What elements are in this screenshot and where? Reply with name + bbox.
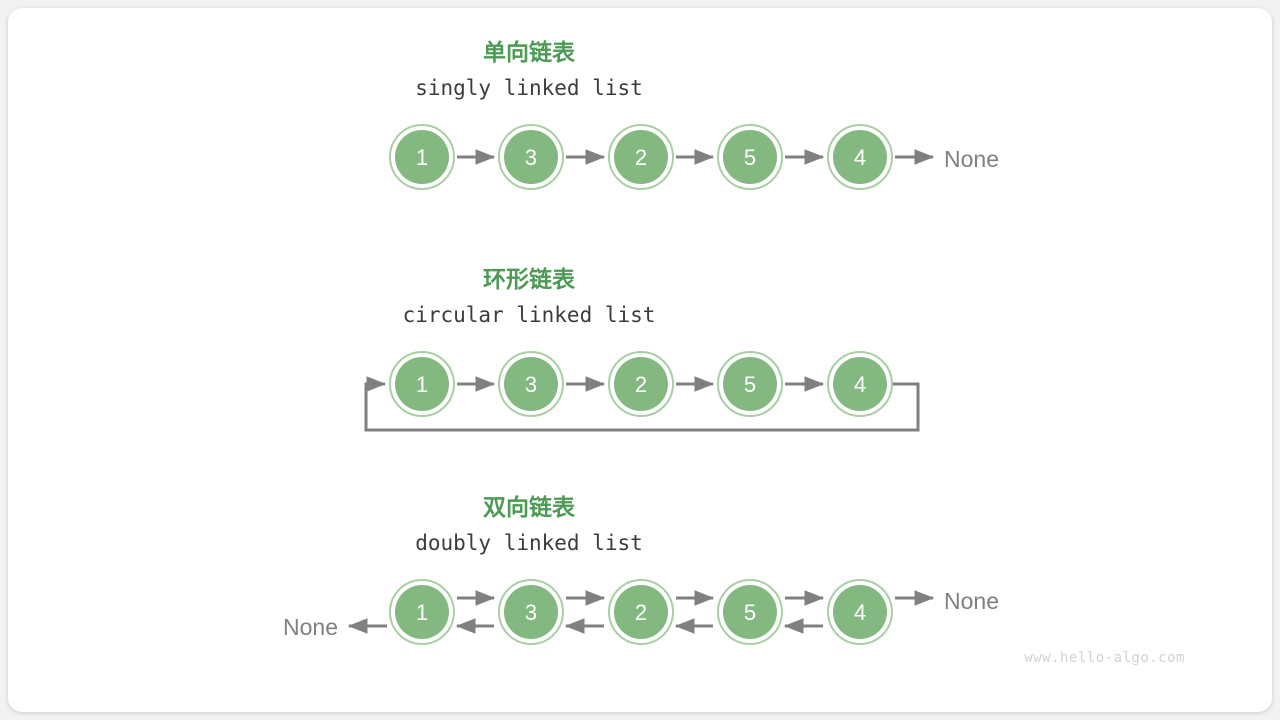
node-value: 2 [635, 600, 647, 625]
node-circular-2: 2 [608, 351, 674, 417]
node-value: 5 [744, 372, 756, 397]
node-value: 1 [416, 600, 428, 625]
tail-none-label: None [944, 146, 999, 172]
section-singly: 单向链表 singly linked list 1 3 [389, 39, 999, 190]
edges-circular [364, 376, 920, 432]
node-value: 5 [744, 145, 756, 170]
node-value: 3 [525, 372, 537, 397]
edge-loopback [364, 376, 920, 432]
head-none-label: None [283, 614, 338, 640]
node-circular-4: 4 [827, 351, 893, 417]
node-value: 2 [635, 145, 647, 170]
node-doubly-4: 4 [827, 579, 893, 645]
watermark: www.hello-algo.com [1024, 650, 1185, 666]
node-value: 2 [635, 372, 647, 397]
node-value: 3 [525, 145, 537, 170]
node-value: 5 [744, 600, 756, 625]
node-value: 4 [854, 372, 866, 397]
node-circular-3: 5 [717, 351, 783, 417]
node-circular-1: 3 [498, 351, 564, 417]
section-title-en: singly linked list [415, 76, 643, 100]
node-value: 1 [416, 145, 428, 170]
node-value: 4 [854, 145, 866, 170]
node-value: 1 [416, 372, 428, 397]
node-doubly-0: 1 [389, 579, 455, 645]
node-value: 4 [854, 600, 866, 625]
section-title-cn: 双向链表 [483, 494, 576, 520]
node-doubly-3: 5 [717, 579, 783, 645]
node-singly-4: 4 [827, 124, 893, 190]
node-singly-2: 2 [608, 124, 674, 190]
node-singly-1: 3 [498, 124, 564, 190]
node-doubly-1: 3 [498, 579, 564, 645]
section-title-en: circular linked list [403, 303, 656, 327]
section-title-en: doubly linked list [415, 531, 643, 555]
node-singly-0: 1 [389, 124, 455, 190]
tail-none-label: None [944, 588, 999, 614]
section-title-cn: 单向链表 [483, 39, 576, 65]
node-value: 3 [525, 600, 537, 625]
section-title-cn: 环形链表 [483, 266, 576, 292]
section-circular: 环形链表 circular linked list 1 3 [364, 266, 920, 432]
node-circular-0: 1 [389, 351, 455, 417]
node-doubly-2: 2 [608, 579, 674, 645]
node-singly-3: 5 [717, 124, 783, 190]
section-doubly: 双向链表 doubly linked list 1 [283, 494, 999, 645]
